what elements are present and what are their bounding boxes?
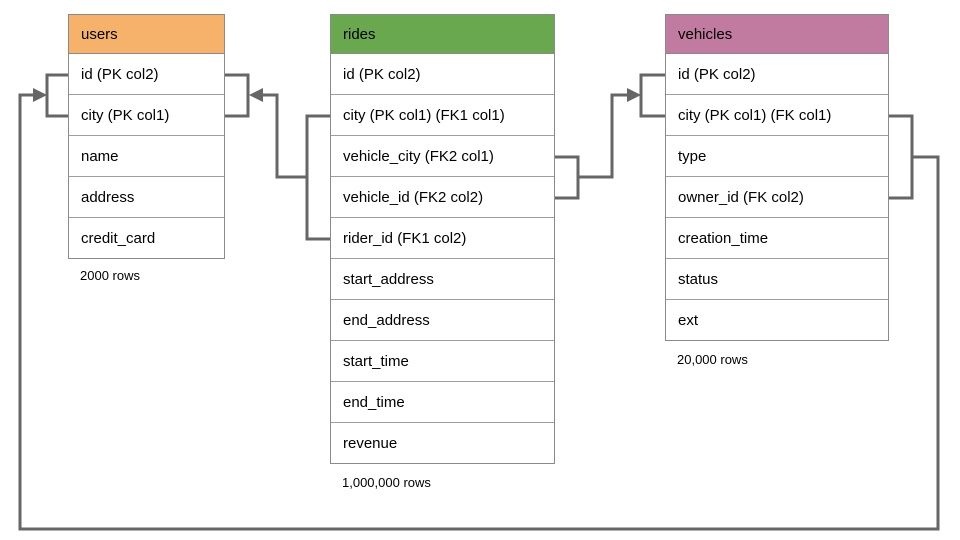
- row-count-users: 2000 rows: [80, 268, 140, 283]
- vehicles-pk-bracket: [639, 73, 666, 118]
- column-row: ext: [678, 311, 699, 329]
- column-row: id (PK col2): [666, 54, 888, 95]
- column-row: vehicle_id (FK2 col2): [331, 177, 554, 218]
- table-rides: rides id (PK col2)city (PK col1) (FK1 co…: [330, 14, 555, 464]
- table-header-rides: rides: [331, 15, 554, 54]
- column-row: revenue: [343, 434, 398, 452]
- fk2-arrow-line: [578, 93, 630, 179]
- column-row: creation_time: [666, 218, 888, 259]
- table-header-users: users: [69, 15, 224, 54]
- users-pk-left-bracket: [45, 73, 68, 118]
- column-row: rider_id (FK1 col2): [331, 218, 554, 259]
- column-row: start_address: [331, 259, 554, 300]
- column-row: owner_id (FK col2): [666, 177, 888, 218]
- column-row: name: [69, 136, 224, 177]
- column-row: vehicle_city (FK2 col1): [331, 136, 554, 177]
- table-columns-rides: id (PK col2)city (PK col1) (FK1 col1)veh…: [331, 54, 554, 463]
- table-columns-vehicles: id (PK col2)city (PK col1) (FK col1)type…: [666, 54, 888, 340]
- column-row: credit_card: [81, 229, 156, 247]
- users-pk-bracket: [224, 73, 250, 118]
- fk1-arrowhead-icon: [249, 88, 263, 102]
- column-row: start_time: [331, 341, 554, 382]
- table-header-vehicles: vehicles: [666, 15, 888, 54]
- fk-arrowhead-icon: [33, 88, 47, 102]
- column-row: city (PK col1) (FK1 col1): [331, 95, 554, 136]
- fk2-connector-rides-to-vehicles: [554, 73, 666, 200]
- column-row: city (PK col1) (FK col1): [666, 95, 888, 136]
- column-row: type: [666, 136, 888, 177]
- column-row: id (PK col2): [331, 54, 554, 95]
- fk1-arrow-line: [260, 93, 307, 179]
- vehicles-fk-bracket: [888, 114, 914, 200]
- rides-fk2-bracket: [554, 155, 580, 200]
- fk2-arrowhead-icon: [627, 88, 641, 102]
- column-row: address: [69, 177, 224, 218]
- fk1-connector-rides-to-users: [224, 73, 330, 241]
- row-count-rides: 1,000,000 rows: [342, 475, 431, 490]
- column-row: end_time: [331, 382, 554, 423]
- row-count-vehicles: 20,000 rows: [677, 352, 748, 367]
- table-vehicles: vehicles id (PK col2)city (PK col1) (FK …: [665, 14, 889, 341]
- column-row: end_address: [331, 300, 554, 341]
- rides-fk1-bracket: [305, 114, 330, 241]
- column-row: status: [666, 259, 888, 300]
- column-row: city (PK col1): [69, 95, 224, 136]
- column-row: id (PK col2): [69, 54, 224, 95]
